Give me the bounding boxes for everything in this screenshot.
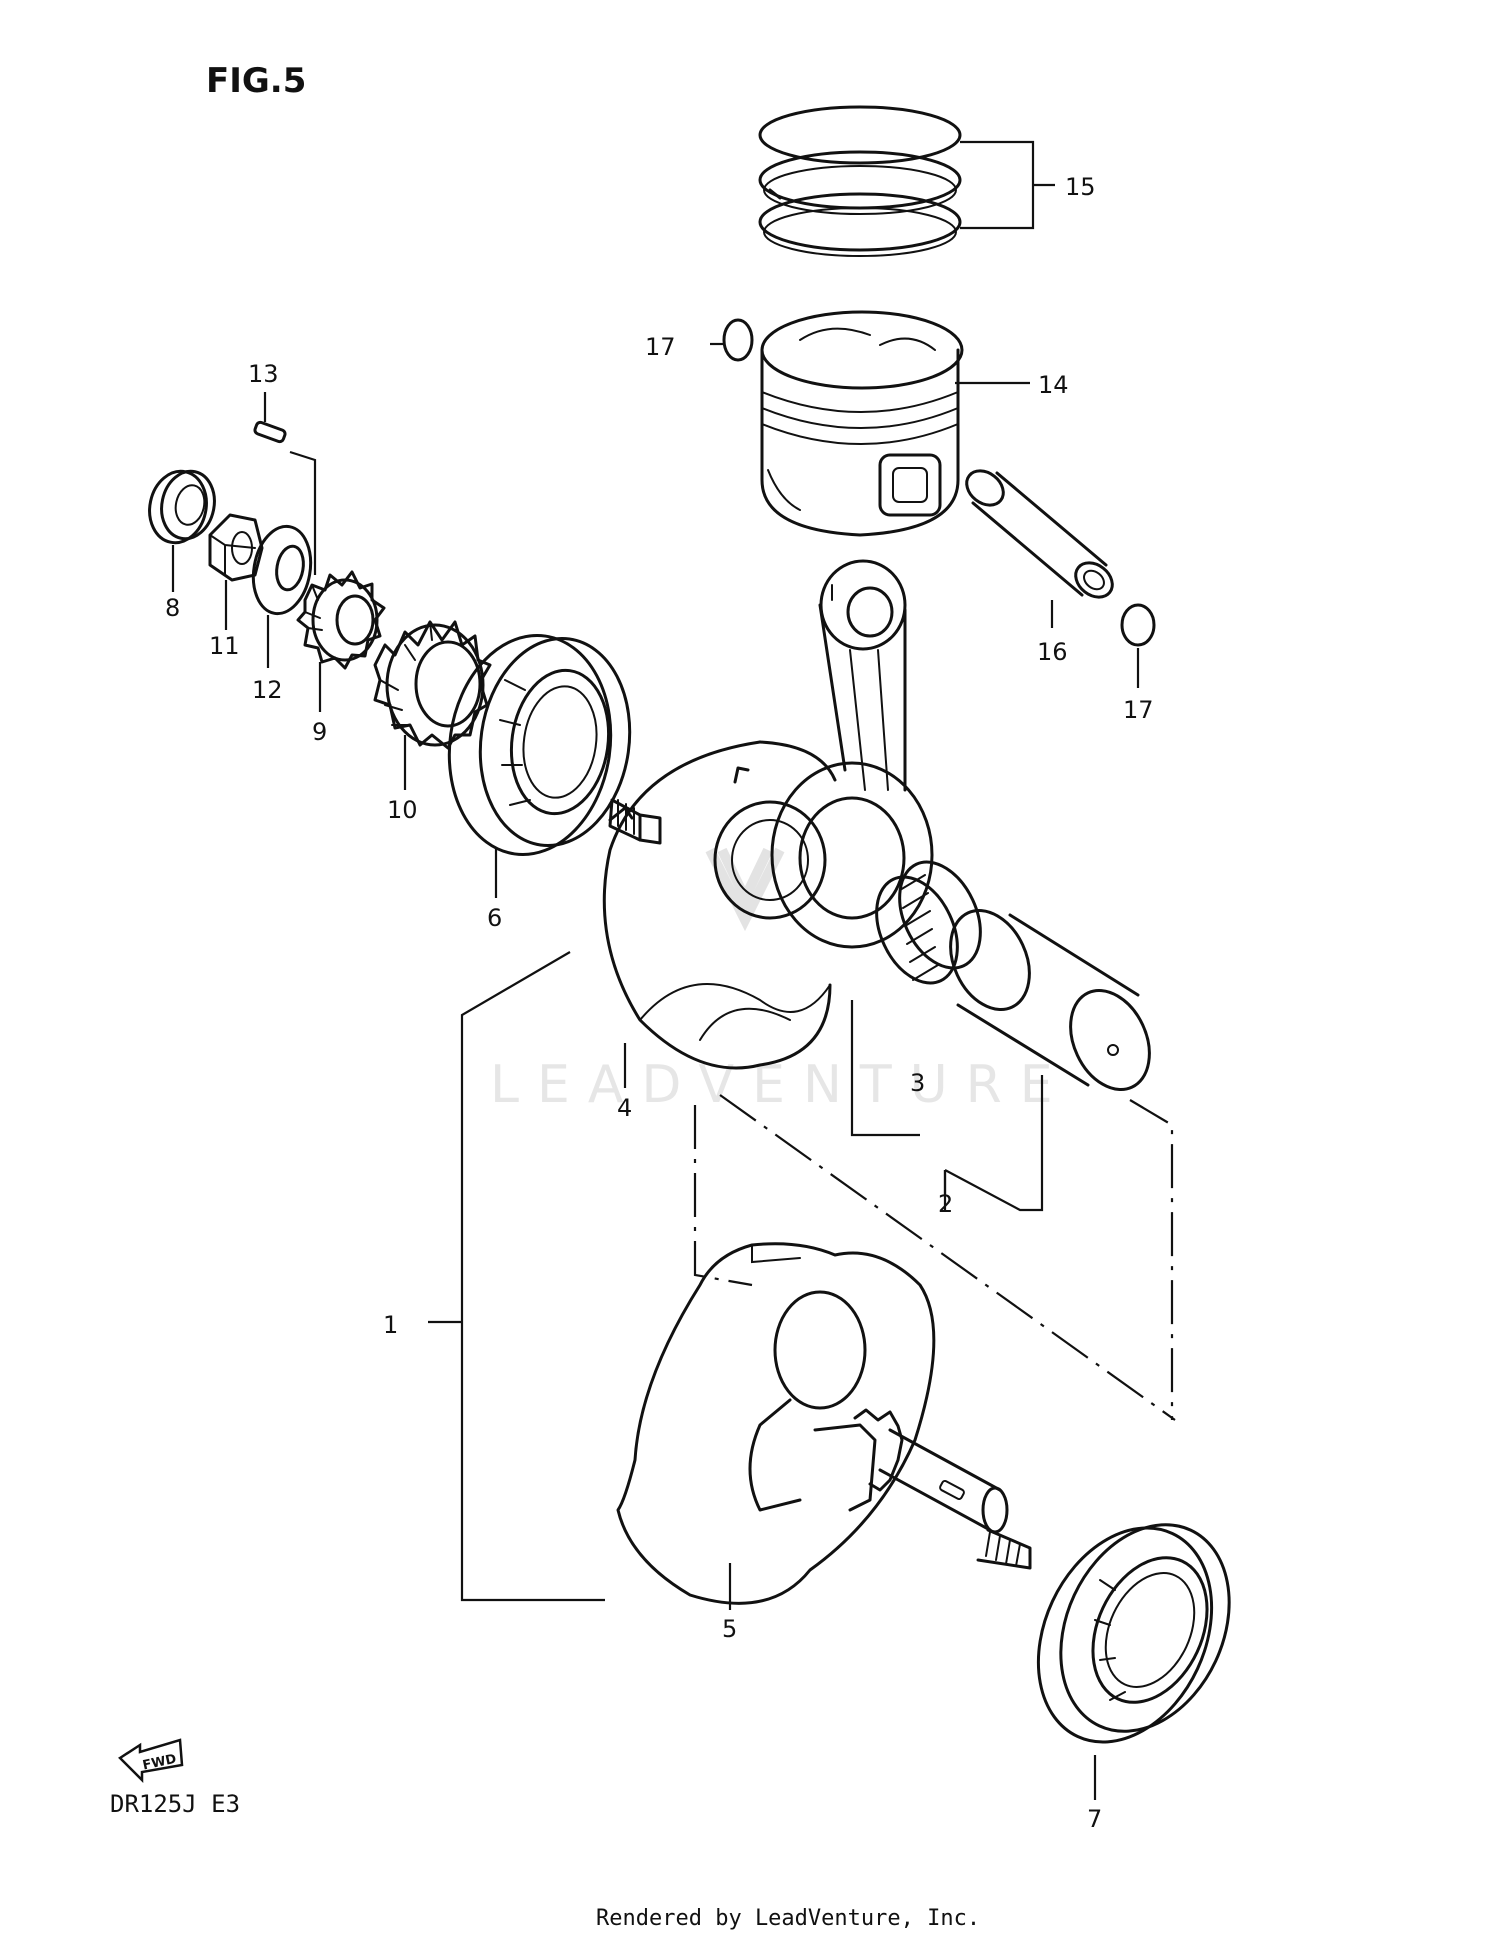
crankshaft-assembly-bracket	[460, 951, 605, 1602]
nut	[208, 513, 264, 582]
callout-9: 9	[312, 718, 327, 746]
woodruff-key	[253, 420, 287, 444]
callout-17-lower: 17	[1123, 696, 1154, 724]
circlip-upper	[722, 318, 754, 362]
circlip-lower	[1120, 603, 1156, 647]
small-gear	[296, 570, 386, 670]
callout-10: 10	[387, 796, 418, 824]
piston-rings-leader	[960, 140, 1055, 230]
callout-11: 11	[209, 632, 240, 660]
alignment-line-left	[693, 1105, 753, 1287]
crank-web-right	[602, 740, 837, 1070]
woodruff-key-leader	[263, 392, 317, 575]
callout-12: 12	[252, 676, 283, 704]
watermark-text: LEADVENTURE	[490, 1055, 1071, 1115]
callout-16: 16	[1037, 638, 1068, 666]
ball-bearing-left	[447, 634, 632, 856]
callout-4: 4	[617, 1094, 632, 1122]
ball-bearing-right	[1036, 1523, 1231, 1744]
piston-rings	[758, 105, 962, 257]
forward-label: FWD	[141, 1752, 178, 1774]
washer	[251, 524, 313, 616]
callout-15: 15	[1065, 173, 1096, 201]
watermark: LEADVENTURE	[490, 847, 1071, 1115]
callout-6: 6	[487, 904, 502, 932]
piston	[760, 310, 964, 537]
crank-web-left	[616, 1242, 936, 1605]
alignment-line-right	[1129, 1099, 1174, 1420]
alignment-line-diagonal	[719, 1094, 1176, 1421]
oil-seal	[148, 469, 216, 545]
callout-7: 7	[1087, 1805, 1102, 1833]
crankshaft-stub	[608, 798, 662, 845]
callout-1: 1	[383, 1311, 398, 1339]
model-code: DR125J E3	[110, 1790, 240, 1818]
needle-bearing	[875, 860, 982, 985]
primary-drive-gear	[373, 620, 492, 750]
piston-pin	[965, 469, 1114, 599]
footer-credit: Rendered by LeadVenture, Inc.	[596, 1906, 980, 1931]
callout-8: 8	[165, 594, 180, 622]
callout-5: 5	[722, 1615, 737, 1643]
callout-2: 2	[938, 1190, 953, 1218]
forward-direction-arrow: FWD	[118, 1738, 184, 1784]
connecting-rod	[770, 559, 934, 949]
callout-14: 14	[1038, 371, 1069, 399]
crankshaft-left-shaft	[813, 1408, 1032, 1570]
crank-pin	[949, 908, 1151, 1092]
callout-17-upper: 17	[645, 333, 676, 361]
callout-3: 3	[910, 1069, 925, 1097]
callout-13: 13	[248, 360, 279, 388]
figure-title: FIG.5	[206, 61, 306, 101]
